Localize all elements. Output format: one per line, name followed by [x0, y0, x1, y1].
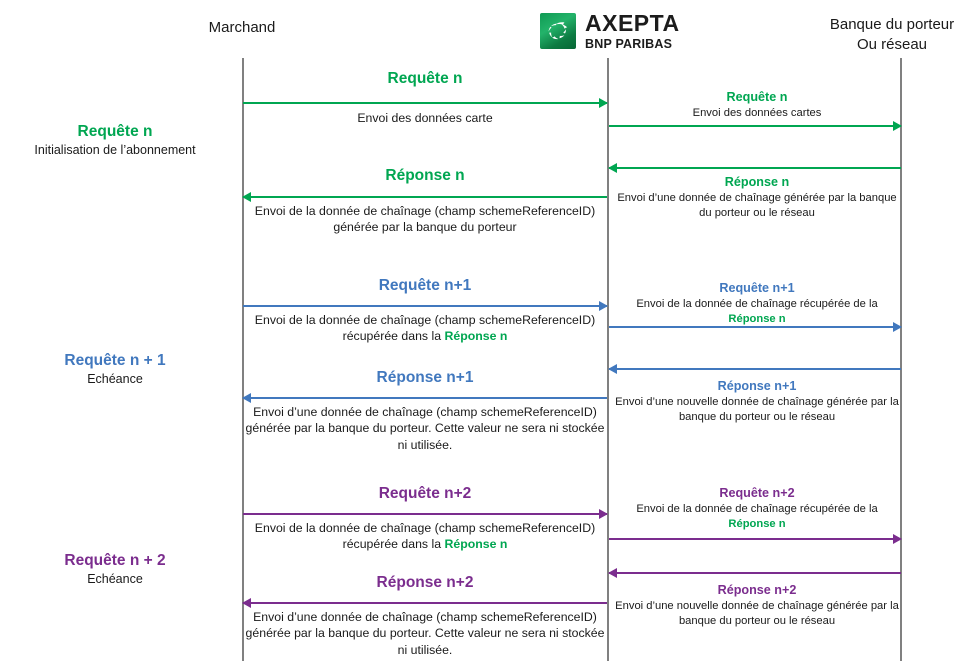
message-title: Réponse n+2 — [717, 583, 797, 597]
message-title: Réponse n+1 — [376, 369, 474, 386]
stage-title: Requête n + 1 — [64, 352, 166, 369]
message-title: Requête n — [726, 90, 788, 104]
message-label-requete-n2: Requête n+2 — [243, 485, 607, 507]
arrow-requete-n1 — [243, 301, 608, 311]
message-body-text: Envoi d’une donnée de chaînage (champ sc… — [245, 405, 605, 452]
message-label-reponse-n2: Réponse n+2 — [243, 574, 607, 596]
arrow-out-requete-n2 — [609, 534, 902, 544]
message-body-requete-n: Envoi des données carte — [243, 110, 607, 126]
message-body-text: Envoi de la donnée de chaînage (champ sc… — [243, 520, 607, 553]
arrow-reponse-n2 — [242, 598, 607, 608]
message-label-reponse-n: Réponse n — [243, 167, 607, 189]
arrow-reponse-n — [242, 192, 607, 202]
message-body-requete-n2: Envoi de la donnée de chaînage (champ sc… — [243, 520, 607, 553]
message-title: Requête n — [387, 70, 463, 87]
message-body-text: Envoi de la donnée de chaînage récupérée… — [612, 502, 902, 531]
arrow-out-reponse-n — [608, 163, 901, 173]
lifeline-merchant — [242, 58, 244, 661]
actor-header-merchant: Marchand — [208, 19, 276, 36]
message-title: Requête n+1 — [719, 281, 795, 295]
message-body-text: Envoi d’une nouvelle donnée de chaînage … — [615, 600, 899, 627]
message-body-reponse-n2: Envoi d’une donnée de chaînage (champ sc… — [243, 609, 607, 658]
message-body-reference: Réponse n — [728, 312, 786, 325]
message-label-requete-n: Requête n — [243, 70, 607, 92]
stage-subtitle: Initialisation de l’abonnement — [34, 142, 196, 157]
message-title: Requête n+2 — [378, 485, 472, 502]
arrow-reponse-n1 — [242, 393, 607, 403]
bnp-paribas-star-mark-icon — [540, 13, 576, 50]
arrow-requete-n — [243, 98, 608, 108]
message-body-requete-n1: Envoi de la donnée de chaînage (champ sc… — [243, 312, 607, 345]
arrow-out-requete-n1 — [609, 322, 902, 332]
message-title: Réponse n — [385, 167, 465, 184]
message-body-reponse-n1: Envoi d’une donnée de chaînage (champ sc… — [243, 404, 607, 453]
stage-label-requete-n2: Requête n + 2 Echéance — [0, 551, 230, 587]
message-body-prefix: Envoi de la donnée de chaînage récupérée… — [636, 298, 878, 311]
logo-brand-text: AXEPTA — [585, 10, 680, 36]
message-title: Requête n+2 — [719, 486, 795, 500]
message-label-reponse-n1: Réponse n+1 — [243, 369, 607, 391]
message-body-text: Envoi de la donnée de chaînage récupérée… — [612, 297, 902, 326]
message-title: Réponse n+1 — [717, 379, 797, 393]
message-body-text: Envoi des données cartes — [692, 107, 822, 120]
stage-title: Requête n — [77, 123, 153, 140]
message-body-reference: Réponse n — [444, 537, 508, 552]
message-body-prefix: Envoi de la donnée de chaînage récupérée… — [636, 503, 878, 516]
message-title: Requête n+1 — [378, 277, 472, 294]
message-label-out-requete-n: Requête n Envoi des données cartes — [612, 90, 902, 121]
arrow-out-requete-n — [609, 121, 902, 131]
message-body-text: Envoi d’une donnée de chaînage (champ sc… — [245, 610, 605, 657]
message-body-text: Envoi d’une donnée de chaînage générée p… — [617, 192, 897, 219]
message-label-out-reponse-n2: Réponse n+2 Envoi d’une nouvelle donnée … — [612, 583, 902, 628]
arrow-out-reponse-n1 — [608, 364, 901, 374]
arrow-requete-n2 — [243, 509, 608, 519]
logo-subbrand-text: BNP PARIBAS — [585, 37, 673, 51]
message-label-out-reponse-n: Réponse n Envoi d’une donnée de chaînage… — [612, 175, 902, 220]
axepta-bnp-paribas-logo: AXEPTA BNP PARIBAS — [540, 12, 680, 51]
message-label-out-requete-n2: Requête n+2 Envoi de la donnée de chaîna… — [612, 486, 902, 531]
stage-title: Requête n + 2 — [64, 552, 166, 569]
lifeline-axepta — [607, 58, 609, 661]
message-body-text: Envoi des données carte — [357, 111, 493, 125]
stage-subtitle: Echéance — [87, 571, 143, 586]
message-title: Réponse n — [724, 175, 790, 189]
stage-subtitle: Echéance — [87, 371, 143, 386]
message-body-reference: Réponse n — [444, 329, 508, 344]
message-body-prefix: Envoi de la donnée de chaînage (champ sc… — [254, 313, 596, 344]
message-label-requete-n1: Requête n+1 — [243, 277, 607, 299]
stage-label-requete-n: Requête n Initialisation de l’abonnement — [0, 122, 230, 158]
message-title: Réponse n+2 — [376, 574, 474, 591]
message-label-out-reponse-n1: Réponse n+1 Envoi d’une nouvelle donnée … — [612, 379, 902, 424]
actor-header-bank: Banque du porteur Ou réseau — [829, 16, 955, 53]
message-body-reference: Réponse n — [728, 517, 786, 530]
arrow-out-reponse-n2 — [608, 568, 901, 578]
lifeline-bank — [900, 58, 902, 661]
message-body-text: Envoi de la donnée de chaînage (champ sc… — [243, 312, 607, 345]
message-body-prefix: Envoi de la donnée de chaînage (champ sc… — [254, 521, 596, 552]
message-body-text: Envoi d’une nouvelle donnée de chaînage … — [615, 396, 899, 423]
message-body-text: Envoi de la donnée de chaînage (champ sc… — [254, 204, 596, 235]
stage-label-requete-n1: Requête n + 1 Echéance — [0, 351, 230, 387]
message-label-out-requete-n1: Requête n+1 Envoi de la donnée de chaîna… — [612, 281, 902, 326]
message-body-reponse-n: Envoi de la donnée de chaînage (champ sc… — [243, 203, 607, 236]
